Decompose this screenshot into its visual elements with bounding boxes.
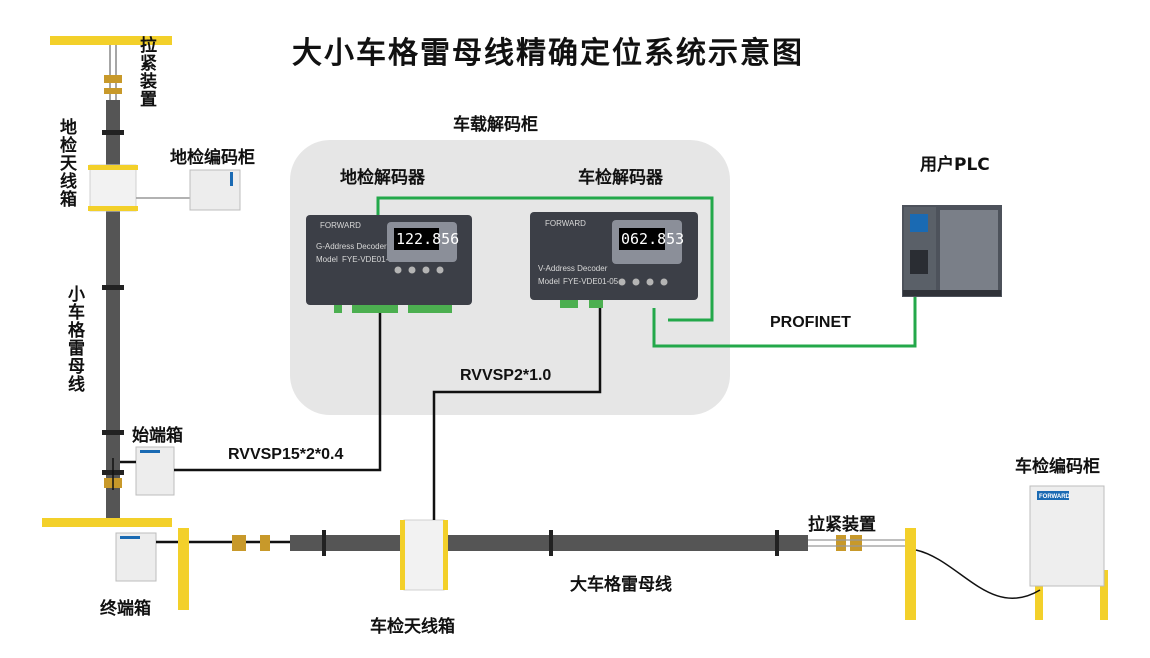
ground-encoder-cabinet-label: 地检编码柜 bbox=[170, 148, 255, 168]
vehicle-decoder-model: FYE-VDE01-05 bbox=[563, 277, 619, 286]
yellow-post-right-1 bbox=[905, 528, 916, 620]
yellow-post-right-2 bbox=[1035, 570, 1043, 620]
vehicle-decoder-brand: FORWARD bbox=[545, 219, 586, 228]
tension-spring-right-2 bbox=[850, 535, 862, 551]
tension-spring-top-2 bbox=[104, 88, 122, 94]
ground-decoder-device: FORWARD G-Address Decoder Model FYE-VDE0… bbox=[306, 215, 472, 313]
big-car-busbar-label: 大车格雷母线 bbox=[570, 575, 672, 595]
vehicle-decoder-device: FORWARD V-Address Decoder Model FYE-VDE0… bbox=[530, 212, 698, 308]
busbar-clamp-2 bbox=[102, 285, 124, 290]
tension-spring-left-2 bbox=[260, 535, 270, 551]
tension-spring-top-1 bbox=[104, 75, 122, 83]
small-car-busbar-label: 小车格雷母线 bbox=[64, 285, 84, 393]
vehicle-decoder-model-label: Model bbox=[538, 277, 560, 286]
ground-decoder-model-label: Model bbox=[316, 255, 338, 264]
tension-device-right-label: 拉紧装置 bbox=[808, 515, 876, 535]
vehicle-encoder-cabinet bbox=[1029, 485, 1105, 587]
tension-spring-left-1 bbox=[232, 535, 246, 551]
yellow-post-left bbox=[178, 528, 189, 610]
ground-decoder-display: 122.856 bbox=[396, 230, 459, 248]
encoder-cabinet-brand: FORWARD bbox=[1039, 494, 1071, 500]
busbar-clamp-1 bbox=[102, 130, 124, 135]
start-box-enclosure bbox=[135, 446, 175, 496]
tension-device-top-label: 拉紧装置 bbox=[136, 36, 156, 108]
busbar-hanger-2 bbox=[549, 530, 553, 556]
ground-decoder-name: G-Address Decoder bbox=[316, 242, 387, 251]
diagram-title: 大小车格雷母线精确定位系统示意图 bbox=[292, 36, 804, 71]
rvvsp2-label: RVVSP2*1.0 bbox=[460, 367, 552, 384]
profinet-cable-plc bbox=[652, 297, 917, 348]
yellow-post-right-3 bbox=[1100, 570, 1108, 620]
encoder-cable bbox=[915, 549, 1041, 600]
ground-decoder-label: 地检解码器 bbox=[340, 168, 425, 188]
ground-antenna-box-label: 地检天线箱 bbox=[56, 118, 76, 208]
ground-decoder-model: FYE-VDE01-05 bbox=[342, 255, 398, 264]
vehicle-antenna-box-label: 车检天线箱 bbox=[370, 617, 455, 637]
tension-spring-right-1 bbox=[836, 535, 846, 551]
busbar-hanger-3 bbox=[775, 530, 779, 556]
vehicle-cabinet-label: 车载解码柜 bbox=[453, 115, 538, 135]
end-box-label: 终端箱 bbox=[100, 599, 151, 619]
vehicle-decoder-display: 062.853 bbox=[621, 230, 684, 248]
vehicle-decoder-label: 车检解码器 bbox=[578, 168, 663, 188]
vehicle-decoder-name: V-Address Decoder bbox=[538, 264, 608, 273]
small-car-busbar bbox=[106, 100, 120, 520]
vehicle-antenna-box bbox=[403, 519, 445, 591]
user-plc-device bbox=[902, 205, 1002, 297]
bottom-yellow-bar bbox=[42, 518, 172, 527]
ground-decoder-brand: FORWARD bbox=[320, 221, 361, 230]
vehicle-cabinet-panel bbox=[290, 140, 730, 415]
rvvsp2-cable bbox=[432, 308, 602, 520]
vehicle-encoder-cabinet-label: 车检编码柜 bbox=[1015, 457, 1100, 477]
end-box-enclosure bbox=[115, 532, 157, 582]
user-plc-label: 用户PLC bbox=[920, 155, 990, 175]
rvvsp15-cable bbox=[174, 313, 382, 472]
busbar-clamp-3 bbox=[102, 430, 124, 435]
top-yellow-bar bbox=[50, 36, 172, 45]
busbar-hanger-1 bbox=[322, 530, 326, 556]
profinet-cable-outer bbox=[376, 196, 714, 322]
rvvsp15-label: RVVSP15*2*0.4 bbox=[228, 446, 344, 463]
ground-antenna-box bbox=[89, 164, 137, 212]
profinet-label: PROFINET bbox=[770, 314, 851, 331]
start-box-label: 始端箱 bbox=[132, 426, 183, 446]
